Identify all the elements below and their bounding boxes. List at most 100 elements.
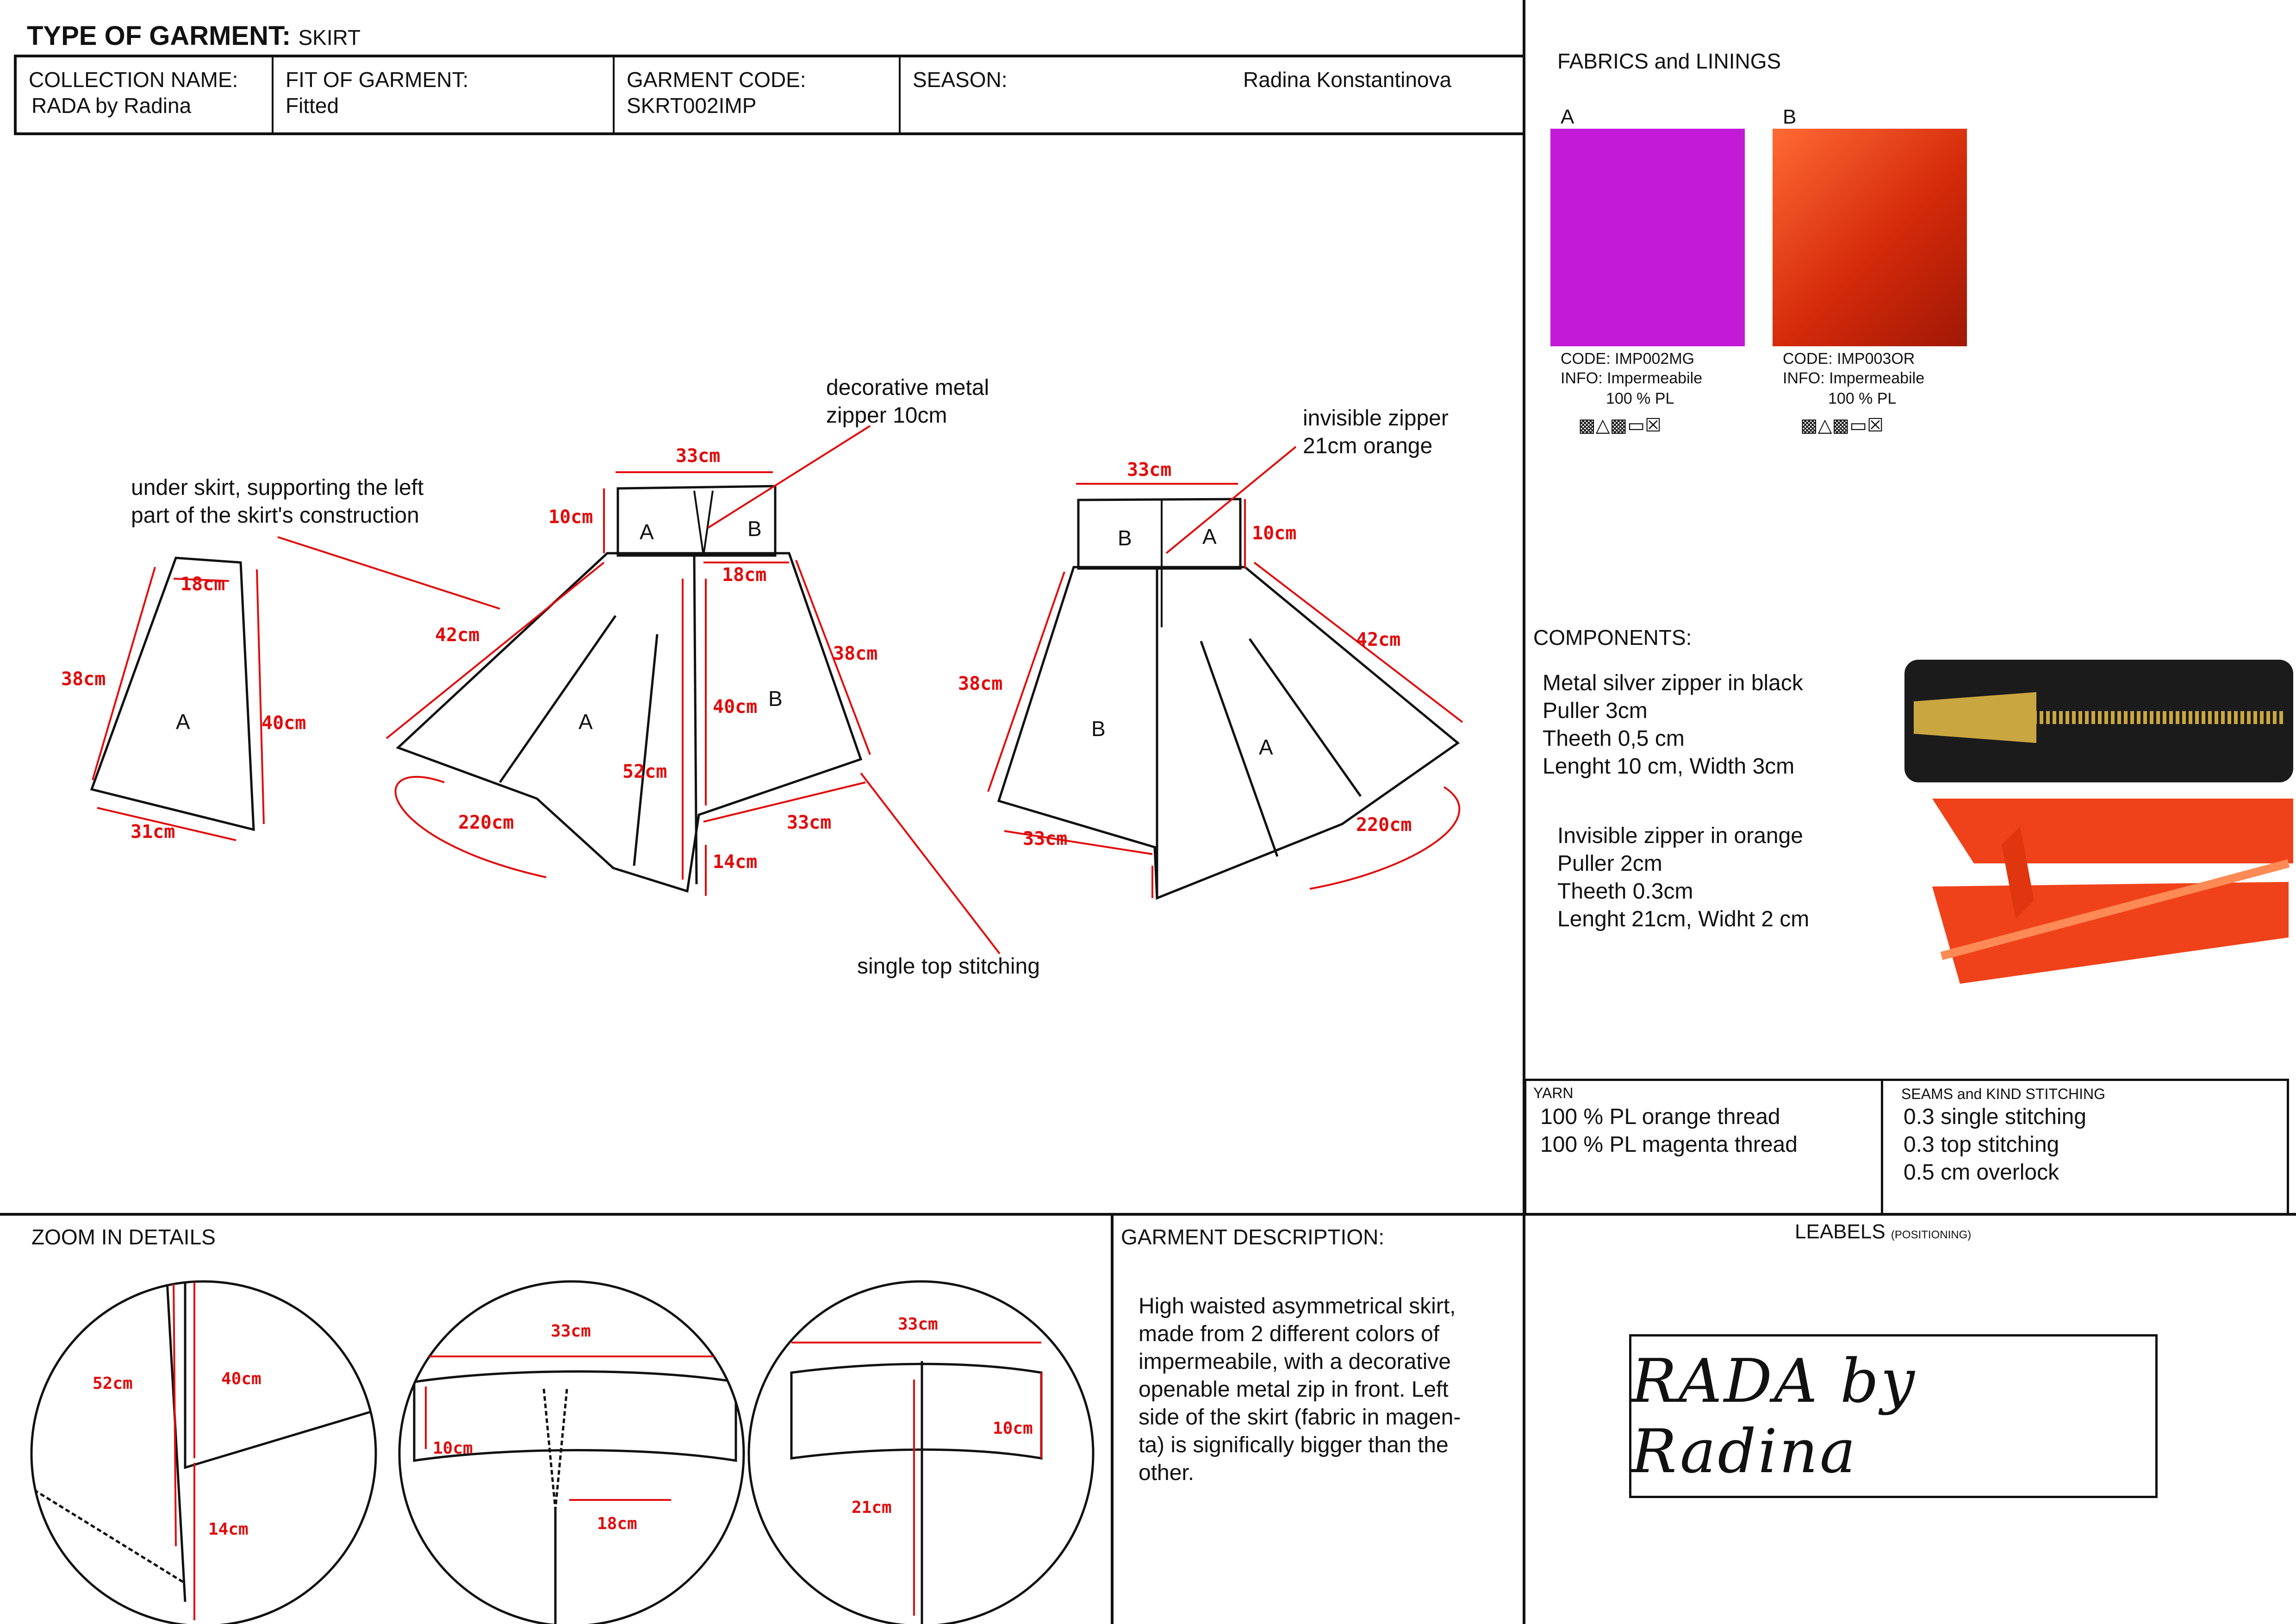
zoom-title: ZOOM IN DETAILS <box>31 1225 216 1249</box>
spec-line: Lenght 10 cm, Width 3cm <box>1543 754 1795 779</box>
labels-title-text: LEABELS <box>1795 1220 1885 1243</box>
callout-line <box>707 425 871 529</box>
spec-line: Invisible zipper in orange <box>1557 824 1803 848</box>
back-skirt-body <box>997 566 1460 900</box>
description-body: High waisted asymmetrical skirt, made fr… <box>1139 1293 1461 1487</box>
panel-letter: B <box>747 517 762 541</box>
dim-line <box>97 807 236 841</box>
yarn-title: YARN <box>1533 1085 1574 1101</box>
invisible-zip-teeth <box>1940 859 2290 960</box>
back-pleat-line-1 <box>1200 641 1279 857</box>
zoom-measure: 33cm <box>551 1322 591 1341</box>
zoom-details: 52cm 40cm 14cm 33cm 10cm 18cm 33cm 10cm … <box>30 1280 1095 1624</box>
seam-line: 0.3 top stitching <box>1904 1132 2060 1157</box>
dim-line <box>173 578 230 582</box>
zoom-measure: 18cm <box>597 1514 637 1533</box>
callout-line <box>1165 446 1297 554</box>
fabric-info-label: INFO: <box>1561 369 1603 387</box>
zoom-stitching <box>31 1485 186 1585</box>
measure-label: 42cm <box>435 625 479 646</box>
fabric-code: IMP002MG <box>1615 350 1695 368</box>
dim-line <box>386 562 605 739</box>
metal-zip-spec: Metal silver zipper in black Puller 3cm … <box>1543 669 1803 781</box>
description-line: made from 2 different colors of <box>1139 1322 1440 1346</box>
yarn-line: 100 % PL orange thread <box>1540 1105 1780 1129</box>
measure-label: 40cm <box>261 712 306 734</box>
back-pleat-line-2 <box>1248 638 1362 797</box>
seam-line: 0.3 single stitching <box>1904 1105 2086 1129</box>
zoom-seam <box>165 1281 187 1602</box>
bottom-section-divider <box>0 1213 2296 1216</box>
invisible-zip-puller <box>2002 826 2034 919</box>
callout-line <box>277 536 500 610</box>
measure-label: 33cm <box>787 812 831 833</box>
top-stitch-note: single top stitching <box>857 954 1040 979</box>
zoom-measure: 52cm <box>93 1374 133 1393</box>
collection-value: RADA by Radina <box>31 94 192 118</box>
measure-label: 220cm <box>458 812 514 833</box>
fit-label: FIT OF GARMENT: <box>286 68 469 92</box>
zoom-measure: 40cm <box>221 1369 261 1388</box>
dim-line <box>394 776 547 878</box>
zoom-measure: 10cm <box>993 1419 1033 1438</box>
panel-letter: A <box>640 520 654 544</box>
table-divider <box>1881 1081 1883 1213</box>
fabric-letter: A <box>1561 106 1574 128</box>
description-line: side of the skirt (fabric in magen- <box>1139 1405 1461 1430</box>
fabric-code-label: CODE: <box>1783 350 1833 368</box>
fabric-info-line: INFO: Impermeabile <box>1561 369 1745 388</box>
invisible-zip-tape-top <box>1932 799 2293 863</box>
measure-label: 38cm <box>61 668 106 690</box>
spec-line: Lenght 21cm, Widht 2 cm <box>1557 907 1810 931</box>
spec-line: Metal silver zipper in black <box>1543 671 1803 695</box>
labels-title: LEABELS (POSITIONING) <box>1795 1220 1971 1243</box>
description-line: impermeabile, with a decorative <box>1139 1349 1451 1374</box>
code-label: GARMENT CODE: <box>627 68 806 92</box>
dim-line <box>987 571 1065 792</box>
seam-lines: 0.3 single stitching 0.3 top stitching 0… <box>1904 1103 2086 1187</box>
measure-label: 38cm <box>833 643 877 664</box>
invisible-zip-spec: Invisible zipper in orange Puller 2cm Th… <box>1557 822 1809 933</box>
fabric-letter: B <box>1783 106 1797 128</box>
dim-line <box>1004 830 1153 855</box>
zipper-images <box>1904 660 2293 984</box>
components-title: COMPONENTS: <box>1533 625 1692 650</box>
dim-line <box>92 567 156 781</box>
dim-line <box>795 560 871 755</box>
dim-line <box>1309 786 1461 890</box>
front-pleat-line-1 <box>498 615 617 783</box>
measure-label: 10cm <box>548 506 593 528</box>
panel-letter: A <box>579 710 593 734</box>
spec-line: Puller 3cm <box>1543 699 1648 723</box>
collection-label: COLLECTION NAME: <box>29 68 238 92</box>
measure-label: 33cm <box>1023 828 1067 849</box>
fabric-swatch-b: B CODE: IMP003OR INFO: Impermeabile 100 … <box>1768 106 1967 436</box>
yarn-line: 100 % PL magenta thread <box>1540 1132 1798 1157</box>
seam-line: 0.5 cm overlock <box>1904 1160 2060 1185</box>
fabric-composition: 100 % PL <box>1606 390 1674 407</box>
fabric-composition: 100 % PL <box>1828 390 1897 407</box>
spec-line: Theeth 0.3cm <box>1557 879 1693 904</box>
under-skirt-line: part of the skirt's construction <box>131 503 419 528</box>
measure-label: 18cm <box>722 564 766 586</box>
back-waistband <box>1077 498 1242 570</box>
callout-line <box>860 772 1001 955</box>
column-divider <box>1523 0 1525 1624</box>
description-line: openable metal zip in front. Left <box>1139 1377 1449 1402</box>
fabric-code-label: CODE: <box>1561 350 1611 368</box>
fabric-info-label: INFO: <box>1783 369 1825 387</box>
fabric-info: Impermeabile <box>1829 369 1925 387</box>
zoom-waistband <box>790 1362 1043 1460</box>
measure-label: 18cm <box>180 574 225 595</box>
brand-label: RADA by Radina <box>1629 1334 2158 1498</box>
yarn-lines: 100 % PL orange thread 100 % PL magenta … <box>1540 1103 1798 1159</box>
fit-value: Fitted <box>286 94 339 118</box>
measure-label: 52cm <box>622 761 667 782</box>
description-line: High waisted asymmetrical skirt, <box>1139 1294 1456 1318</box>
spec-line: Puller 2cm <box>1557 851 1662 876</box>
under-skirt-note: under skirt, supporting the left part of… <box>131 474 423 530</box>
title-prefix: TYPE OF GARMENT: <box>27 21 291 51</box>
front-center-seam <box>693 554 698 885</box>
description-line: ta) is significally bigger than the <box>1139 1433 1449 1457</box>
dim-line <box>256 569 265 824</box>
